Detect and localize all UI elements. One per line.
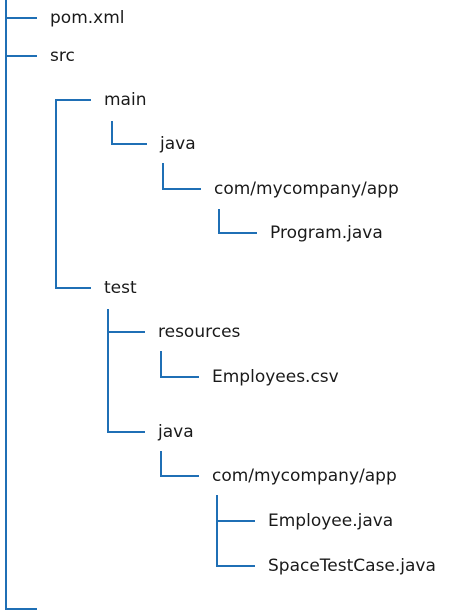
tree-node-labels: pom.xml src main java com/mycompany/app … (50, 8, 436, 576)
node-main-java[interactable]: java (159, 134, 196, 154)
node-program-java[interactable]: Program.java (270, 223, 383, 243)
node-src[interactable]: src (50, 46, 75, 66)
node-employee-java[interactable]: Employee.java (268, 511, 393, 531)
node-spacetestcase-java[interactable]: SpaceTestCase.java (268, 556, 436, 576)
node-main[interactable]: main (104, 90, 146, 110)
node-resources[interactable]: resources (158, 322, 241, 342)
node-pom-xml[interactable]: pom.xml (50, 8, 125, 28)
tree-connector-lines (5, 0, 257, 610)
node-test[interactable]: test (104, 278, 137, 298)
node-test-java[interactable]: java (157, 422, 194, 442)
node-test-com-mycompany-app[interactable]: com/mycompany/app (212, 466, 397, 486)
node-main-com-mycompany-app[interactable]: com/mycompany/app (214, 179, 399, 199)
node-employees-csv[interactable]: Employees.csv (212, 367, 339, 387)
